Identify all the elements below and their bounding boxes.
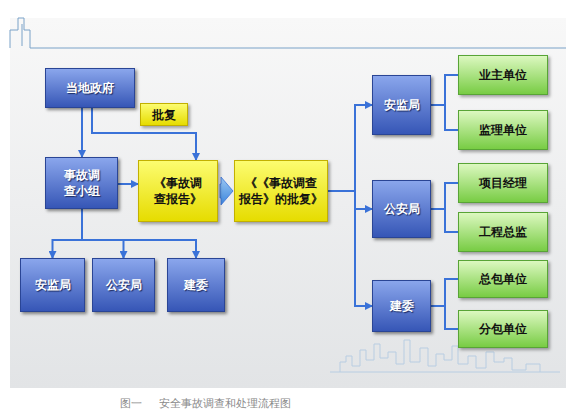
bracket-line	[431, 183, 458, 209]
node-label: 工程总监	[479, 224, 527, 240]
party-box: 总包单位	[458, 260, 548, 298]
flow-arrow	[81, 108, 83, 157]
party-box: 项目经理	[458, 163, 548, 203]
bracket-line	[431, 75, 458, 105]
node-label: 分包单位	[479, 321, 527, 337]
flow-arrow	[328, 105, 372, 191]
bracket-line	[431, 209, 458, 232]
agency-box: 事故调 查小组	[45, 157, 118, 209]
skyline-base	[330, 372, 560, 373]
bracket-line	[431, 105, 458, 130]
node-label: 项目经理	[479, 175, 527, 191]
flow-arrow	[53, 209, 83, 258]
node-label: 安监局	[35, 277, 71, 293]
node-label: 建委	[184, 277, 208, 293]
agency-box: 安监局	[372, 75, 431, 135]
top-ornament	[10, 18, 566, 48]
node-label: 建委	[390, 298, 414, 314]
flow-arrow	[328, 191, 372, 306]
panel	[10, 18, 566, 388]
figure-caption: 图一 安全事故调查和处理流程图	[120, 396, 460, 411]
document-box: 《《事故调查 报告》的批复》	[234, 160, 328, 222]
flow-arrow	[118, 183, 138, 185]
node-label: 安监局	[384, 97, 420, 113]
flow-arrow	[328, 191, 372, 209]
bracket-line	[431, 279, 458, 306]
party-box: 业主单位	[458, 55, 548, 95]
node-label: 事故调 查小组	[50, 167, 113, 199]
top-ornament	[22, 24, 23, 46]
node-label: 当地政府	[66, 80, 114, 96]
agency-box: 公安局	[372, 180, 431, 238]
document-box: 《事故调 查报告》	[138, 160, 218, 222]
agency-box: 公安局	[92, 258, 155, 312]
party-box: 分包单位	[458, 310, 548, 348]
node-label: 监理单位	[479, 122, 527, 138]
party-box: 监理单位	[458, 110, 548, 150]
node-label: 《事故调 查报告》	[143, 175, 213, 207]
agency-box: 建委	[167, 258, 225, 312]
node-label: 公安局	[106, 277, 142, 293]
node-label: 总包单位	[479, 271, 527, 287]
node-label: 公安局	[384, 201, 420, 217]
agency-box: 安监局	[20, 258, 85, 312]
node-label: 批复	[152, 107, 176, 123]
flow-arrow	[82, 209, 124, 258]
agency-box: 建委	[372, 280, 431, 332]
agency-box: 当地政府	[45, 68, 135, 108]
node-label: 业主单位	[479, 67, 527, 83]
block-arrow	[220, 177, 233, 205]
party-box: 工程总监	[458, 212, 548, 252]
document-box: 批复	[140, 103, 188, 126]
node-label: 《《事故调查 报告》的批复》	[239, 175, 323, 207]
bracket-line	[431, 306, 458, 329]
